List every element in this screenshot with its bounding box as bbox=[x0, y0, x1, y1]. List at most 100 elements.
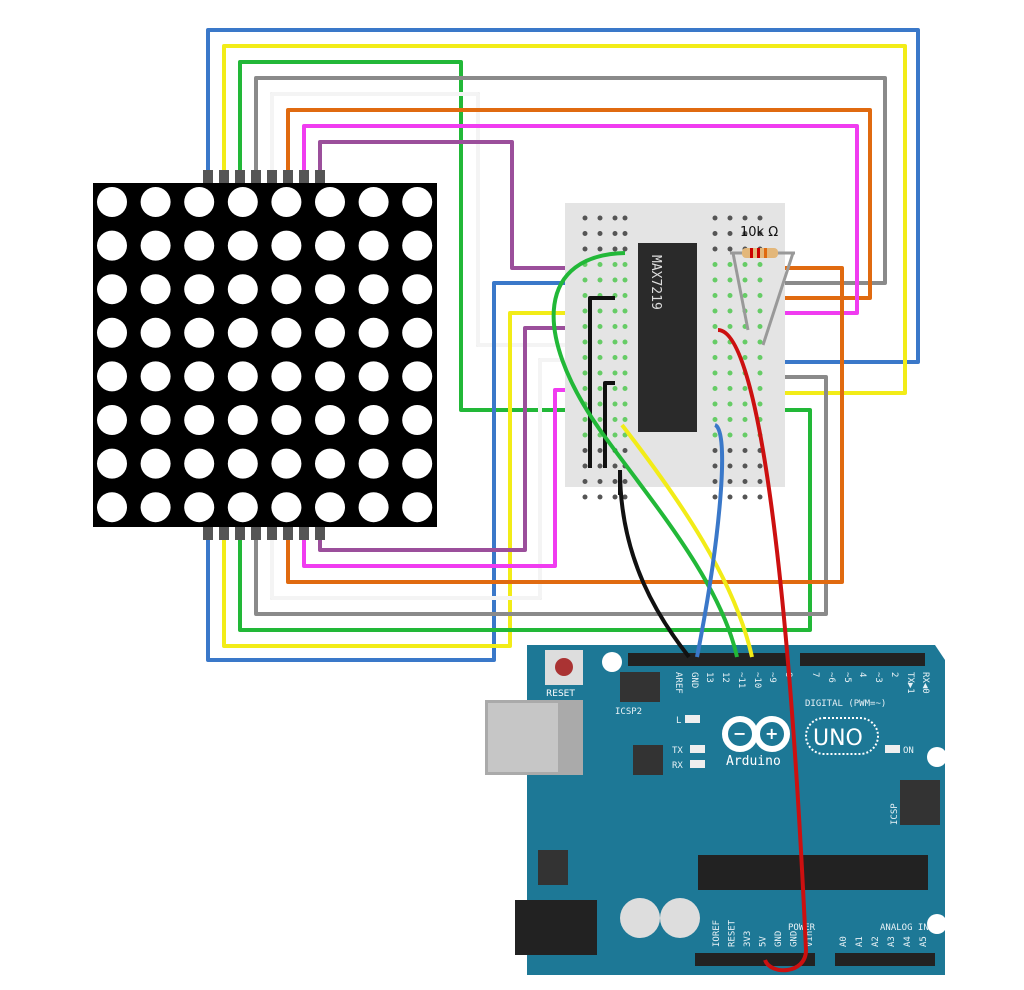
breadboard-hole bbox=[597, 339, 603, 345]
matrix-pin bbox=[219, 527, 229, 540]
led-dot bbox=[315, 361, 345, 392]
led-dot bbox=[271, 405, 302, 435]
breadboard-hole bbox=[597, 401, 603, 407]
breadboard-hole bbox=[742, 262, 748, 267]
breadboard-hole bbox=[712, 324, 718, 329]
power-pin-label: IOREF bbox=[712, 920, 722, 947]
led-dot bbox=[227, 361, 258, 392]
svg-text:+: + bbox=[765, 724, 778, 743]
digital-pin-label: ~9 bbox=[767, 672, 777, 683]
matrix-pin bbox=[267, 527, 277, 540]
breadboard-hole bbox=[712, 262, 718, 267]
matrix-pin bbox=[251, 170, 261, 183]
breadboard-hole bbox=[597, 417, 603, 422]
breadboard-hole bbox=[582, 479, 588, 484]
led-dot bbox=[97, 405, 127, 435]
led-matrix bbox=[93, 183, 437, 527]
led-matrix-dots bbox=[97, 187, 433, 523]
breadboard-hole bbox=[712, 370, 718, 376]
breadboard-hole bbox=[582, 494, 588, 500]
breadboard-hole bbox=[742, 277, 748, 283]
led-dot bbox=[358, 230, 389, 261]
breadboard-hole bbox=[597, 262, 603, 267]
jumper-wires bbox=[551, 251, 808, 973]
led-dot bbox=[184, 361, 215, 392]
svg-text:−: − bbox=[733, 724, 746, 743]
led-dot bbox=[358, 317, 389, 348]
orange-wire bbox=[286, 266, 844, 584]
led-dot bbox=[402, 230, 433, 261]
breadboard-hole bbox=[622, 370, 628, 376]
led-dot bbox=[140, 405, 171, 435]
breadboard-hole bbox=[597, 370, 603, 376]
breadboard-hole bbox=[757, 215, 763, 221]
led-dot bbox=[227, 274, 258, 305]
breadboard-hole bbox=[582, 463, 588, 469]
led-l-label: L bbox=[676, 716, 681, 726]
breadboard-hole bbox=[727, 215, 733, 221]
breadboard-hole bbox=[742, 494, 748, 500]
led-tx-label: TX bbox=[672, 746, 683, 756]
breadboard-hole bbox=[622, 231, 628, 236]
breadboard-hole bbox=[597, 308, 603, 314]
led-on-label: ON bbox=[903, 746, 914, 756]
breadboard-hole bbox=[622, 324, 628, 329]
breadboard-hole bbox=[612, 277, 618, 283]
led-dot bbox=[315, 187, 345, 217]
digital-pin-label: 12 bbox=[720, 672, 730, 683]
breadboard-hole bbox=[612, 324, 618, 329]
led-dot bbox=[402, 405, 433, 435]
breadboard-hole bbox=[742, 463, 748, 469]
led-dot bbox=[271, 448, 302, 479]
led-dot bbox=[140, 448, 171, 479]
breadboard-hole bbox=[712, 293, 718, 298]
led-dot bbox=[358, 274, 389, 305]
breadboard-hole bbox=[712, 231, 718, 236]
breadboard-hole bbox=[622, 479, 628, 484]
matrix-pin bbox=[283, 527, 293, 540]
green-jumper-wire bbox=[551, 251, 739, 658]
breadboard-hole bbox=[757, 308, 763, 314]
led-dot bbox=[227, 230, 258, 261]
breadboard-hole bbox=[597, 231, 603, 236]
breadboard-hole bbox=[622, 448, 628, 453]
led-dot bbox=[358, 405, 389, 435]
digital-pin-label: AREF bbox=[673, 672, 683, 694]
led-dot bbox=[227, 405, 258, 435]
digital-pin-label: ~6 bbox=[826, 672, 836, 683]
breadboard-hole bbox=[612, 231, 618, 236]
led-dot bbox=[358, 448, 389, 479]
breadboard-hole bbox=[712, 401, 718, 407]
breadboard-hole bbox=[582, 231, 588, 236]
breadboard-hole bbox=[712, 432, 718, 438]
led-dot bbox=[402, 361, 433, 392]
breadboard-hole bbox=[622, 246, 628, 252]
breadboard-hole bbox=[727, 401, 733, 407]
breadboard-hole bbox=[727, 494, 733, 500]
power-pin-label: Vin bbox=[805, 931, 815, 947]
led-dot bbox=[315, 492, 345, 523]
breadboard-hole bbox=[757, 339, 763, 345]
analog-pin-label: A4 bbox=[903, 936, 913, 947]
led-dot bbox=[315, 448, 345, 479]
led-dot bbox=[315, 230, 345, 261]
breadboard-hole bbox=[582, 215, 588, 221]
led-dot bbox=[140, 187, 171, 217]
breadboard-hole bbox=[727, 246, 733, 252]
led-dot bbox=[97, 361, 127, 392]
matrix-pin bbox=[219, 170, 229, 183]
power-pin-label: 5V bbox=[759, 936, 769, 947]
led-dot bbox=[140, 317, 171, 348]
breadboard-hole bbox=[727, 432, 733, 438]
led-dot bbox=[315, 405, 345, 435]
breadboard-hole bbox=[727, 293, 733, 298]
breadboard-hole bbox=[712, 386, 718, 391]
breadboard-hole bbox=[712, 463, 718, 469]
matrix-pin bbox=[283, 170, 293, 183]
breadboard-hole bbox=[757, 262, 763, 267]
breadboard-hole bbox=[612, 432, 618, 438]
matrix-pin bbox=[299, 170, 309, 183]
breadboard-hole bbox=[742, 386, 748, 391]
breadboard-hole bbox=[712, 355, 718, 360]
